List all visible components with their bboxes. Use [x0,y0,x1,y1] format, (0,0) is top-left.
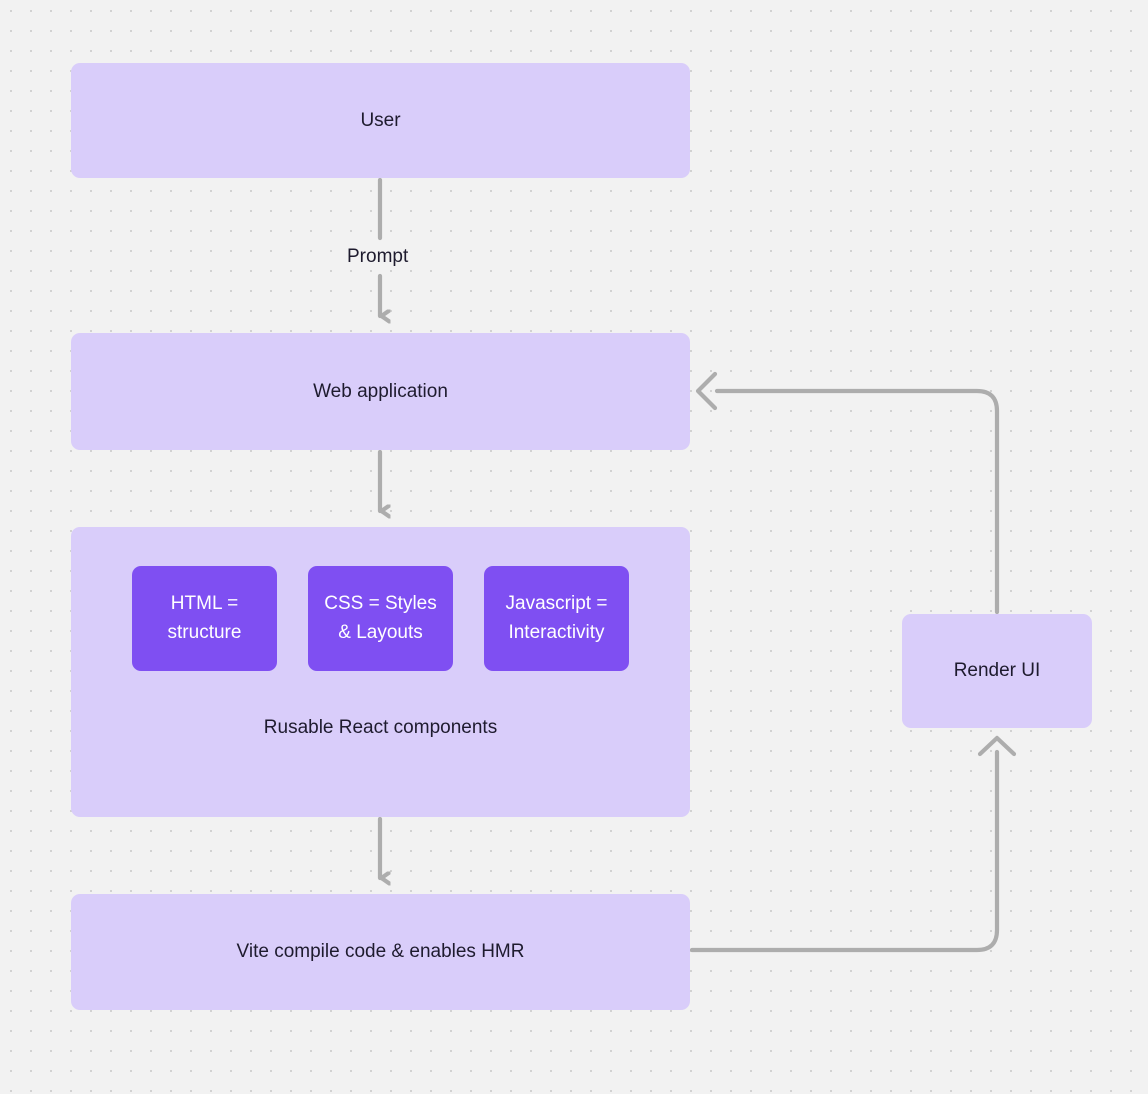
node-vite-label: Vite compile code & enables HMR [236,941,525,963]
chip-javascript-line1: Javascript = [505,592,608,614]
chip-javascript-line2: Interactivity [508,621,605,643]
chip-css-line2: & Layouts [338,621,423,643]
node-react-components[interactable]: HTML = structure CSS = Styles & Layouts … [71,527,690,817]
chip-javascript[interactable]: Javascript = Interactivity [484,566,629,671]
react-chip-row: HTML = structure CSS = Styles & Layouts … [71,566,690,671]
node-vite[interactable]: Vite compile code & enables HMR [71,894,690,1010]
node-render-ui-label: Render UI [953,660,1041,682]
chip-html-line1: HTML = [170,592,239,614]
edge-label-prompt: Prompt [340,245,416,269]
react-components-caption: Rusable React components [263,717,498,738]
node-web-application-label: Web application [313,380,448,402]
edge-vite-to-render [689,735,1017,953]
node-user[interactable]: User [71,63,690,178]
chip-css[interactable]: CSS = Styles & Layouts [308,566,453,671]
chip-css-line1: CSS = Styles [324,592,437,614]
chip-html[interactable]: HTML = structure [132,566,277,671]
node-web-application[interactable]: Web application [71,333,690,450]
chip-html-line2: structure [167,621,242,643]
node-render-ui[interactable]: Render UI [902,614,1092,728]
edge-render-to-webapp [695,371,1000,615]
node-user-label: User [360,109,401,131]
